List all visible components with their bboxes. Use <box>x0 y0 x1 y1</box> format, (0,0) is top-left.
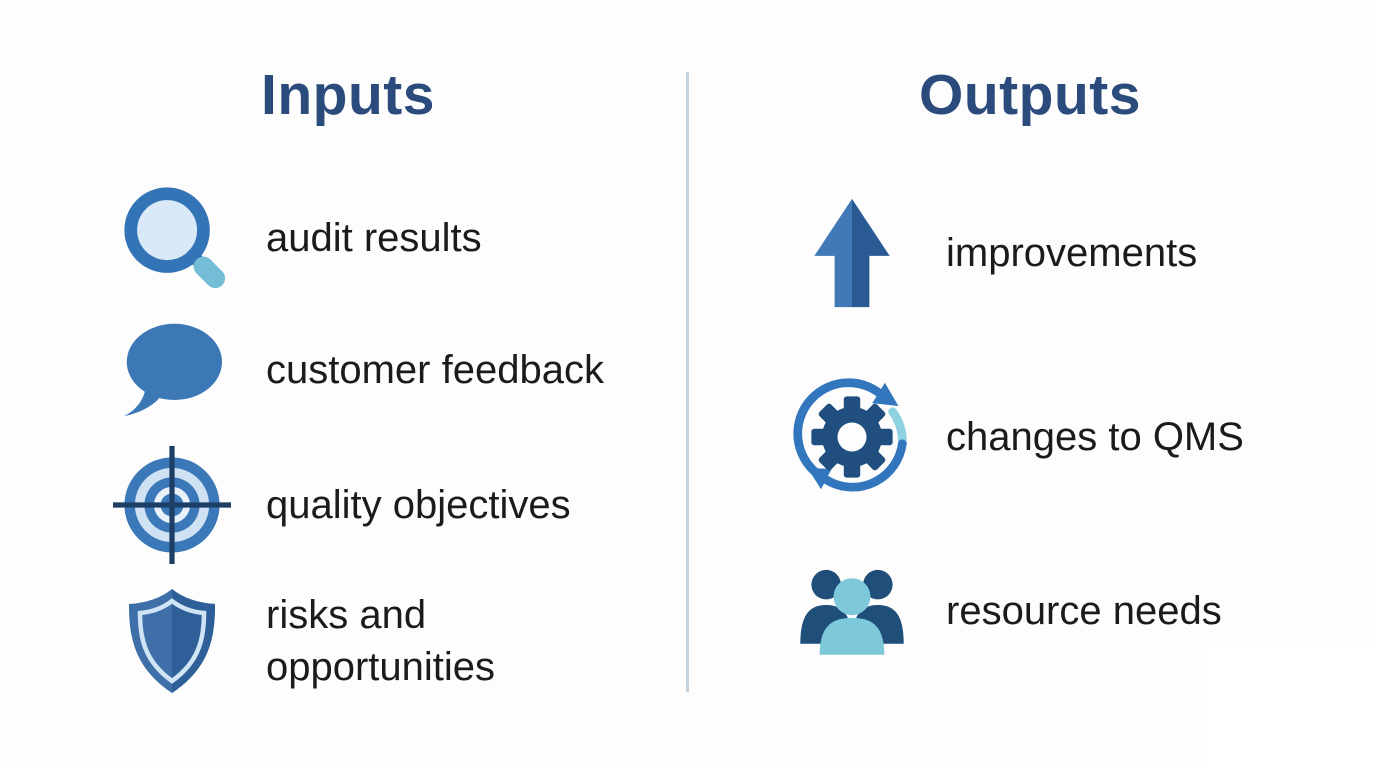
output-item-resource-needs: resource needs <box>792 563 1222 658</box>
output-item-changes-to-qms: changes to QMS <box>792 372 1244 502</box>
up-arrow-icon <box>792 196 912 310</box>
input-item-risks-opportunities: risks and opportunities <box>112 585 536 697</box>
output-label: improvements <box>946 231 1198 275</box>
input-item-quality-objectives: quality objectives <box>112 445 571 565</box>
output-label: changes to QMS <box>946 415 1244 459</box>
output-label: resource needs <box>946 588 1222 633</box>
target-icon <box>112 446 232 564</box>
shield-icon <box>112 585 232 697</box>
input-label: customer feedback <box>266 348 604 392</box>
input-item-customer-feedback: customer feedback <box>112 320 604 420</box>
outputs-title: Outputs <box>919 63 1141 127</box>
output-item-improvements: improvements <box>792 196 1197 310</box>
inputs-title: Inputs <box>261 63 435 127</box>
column-divider <box>686 72 689 692</box>
watermark-area <box>1206 646 1376 768</box>
input-label: risks and opportunities <box>266 593 496 689</box>
input-label: quality objectives <box>266 483 571 527</box>
magnifier-icon <box>112 181 232 294</box>
gear-refresh-icon <box>792 371 912 503</box>
input-item-audit-results: audit results <box>112 180 482 295</box>
speech-bubble-icon <box>112 320 232 420</box>
input-label: audit results <box>266 215 482 260</box>
people-icon <box>792 564 912 657</box>
